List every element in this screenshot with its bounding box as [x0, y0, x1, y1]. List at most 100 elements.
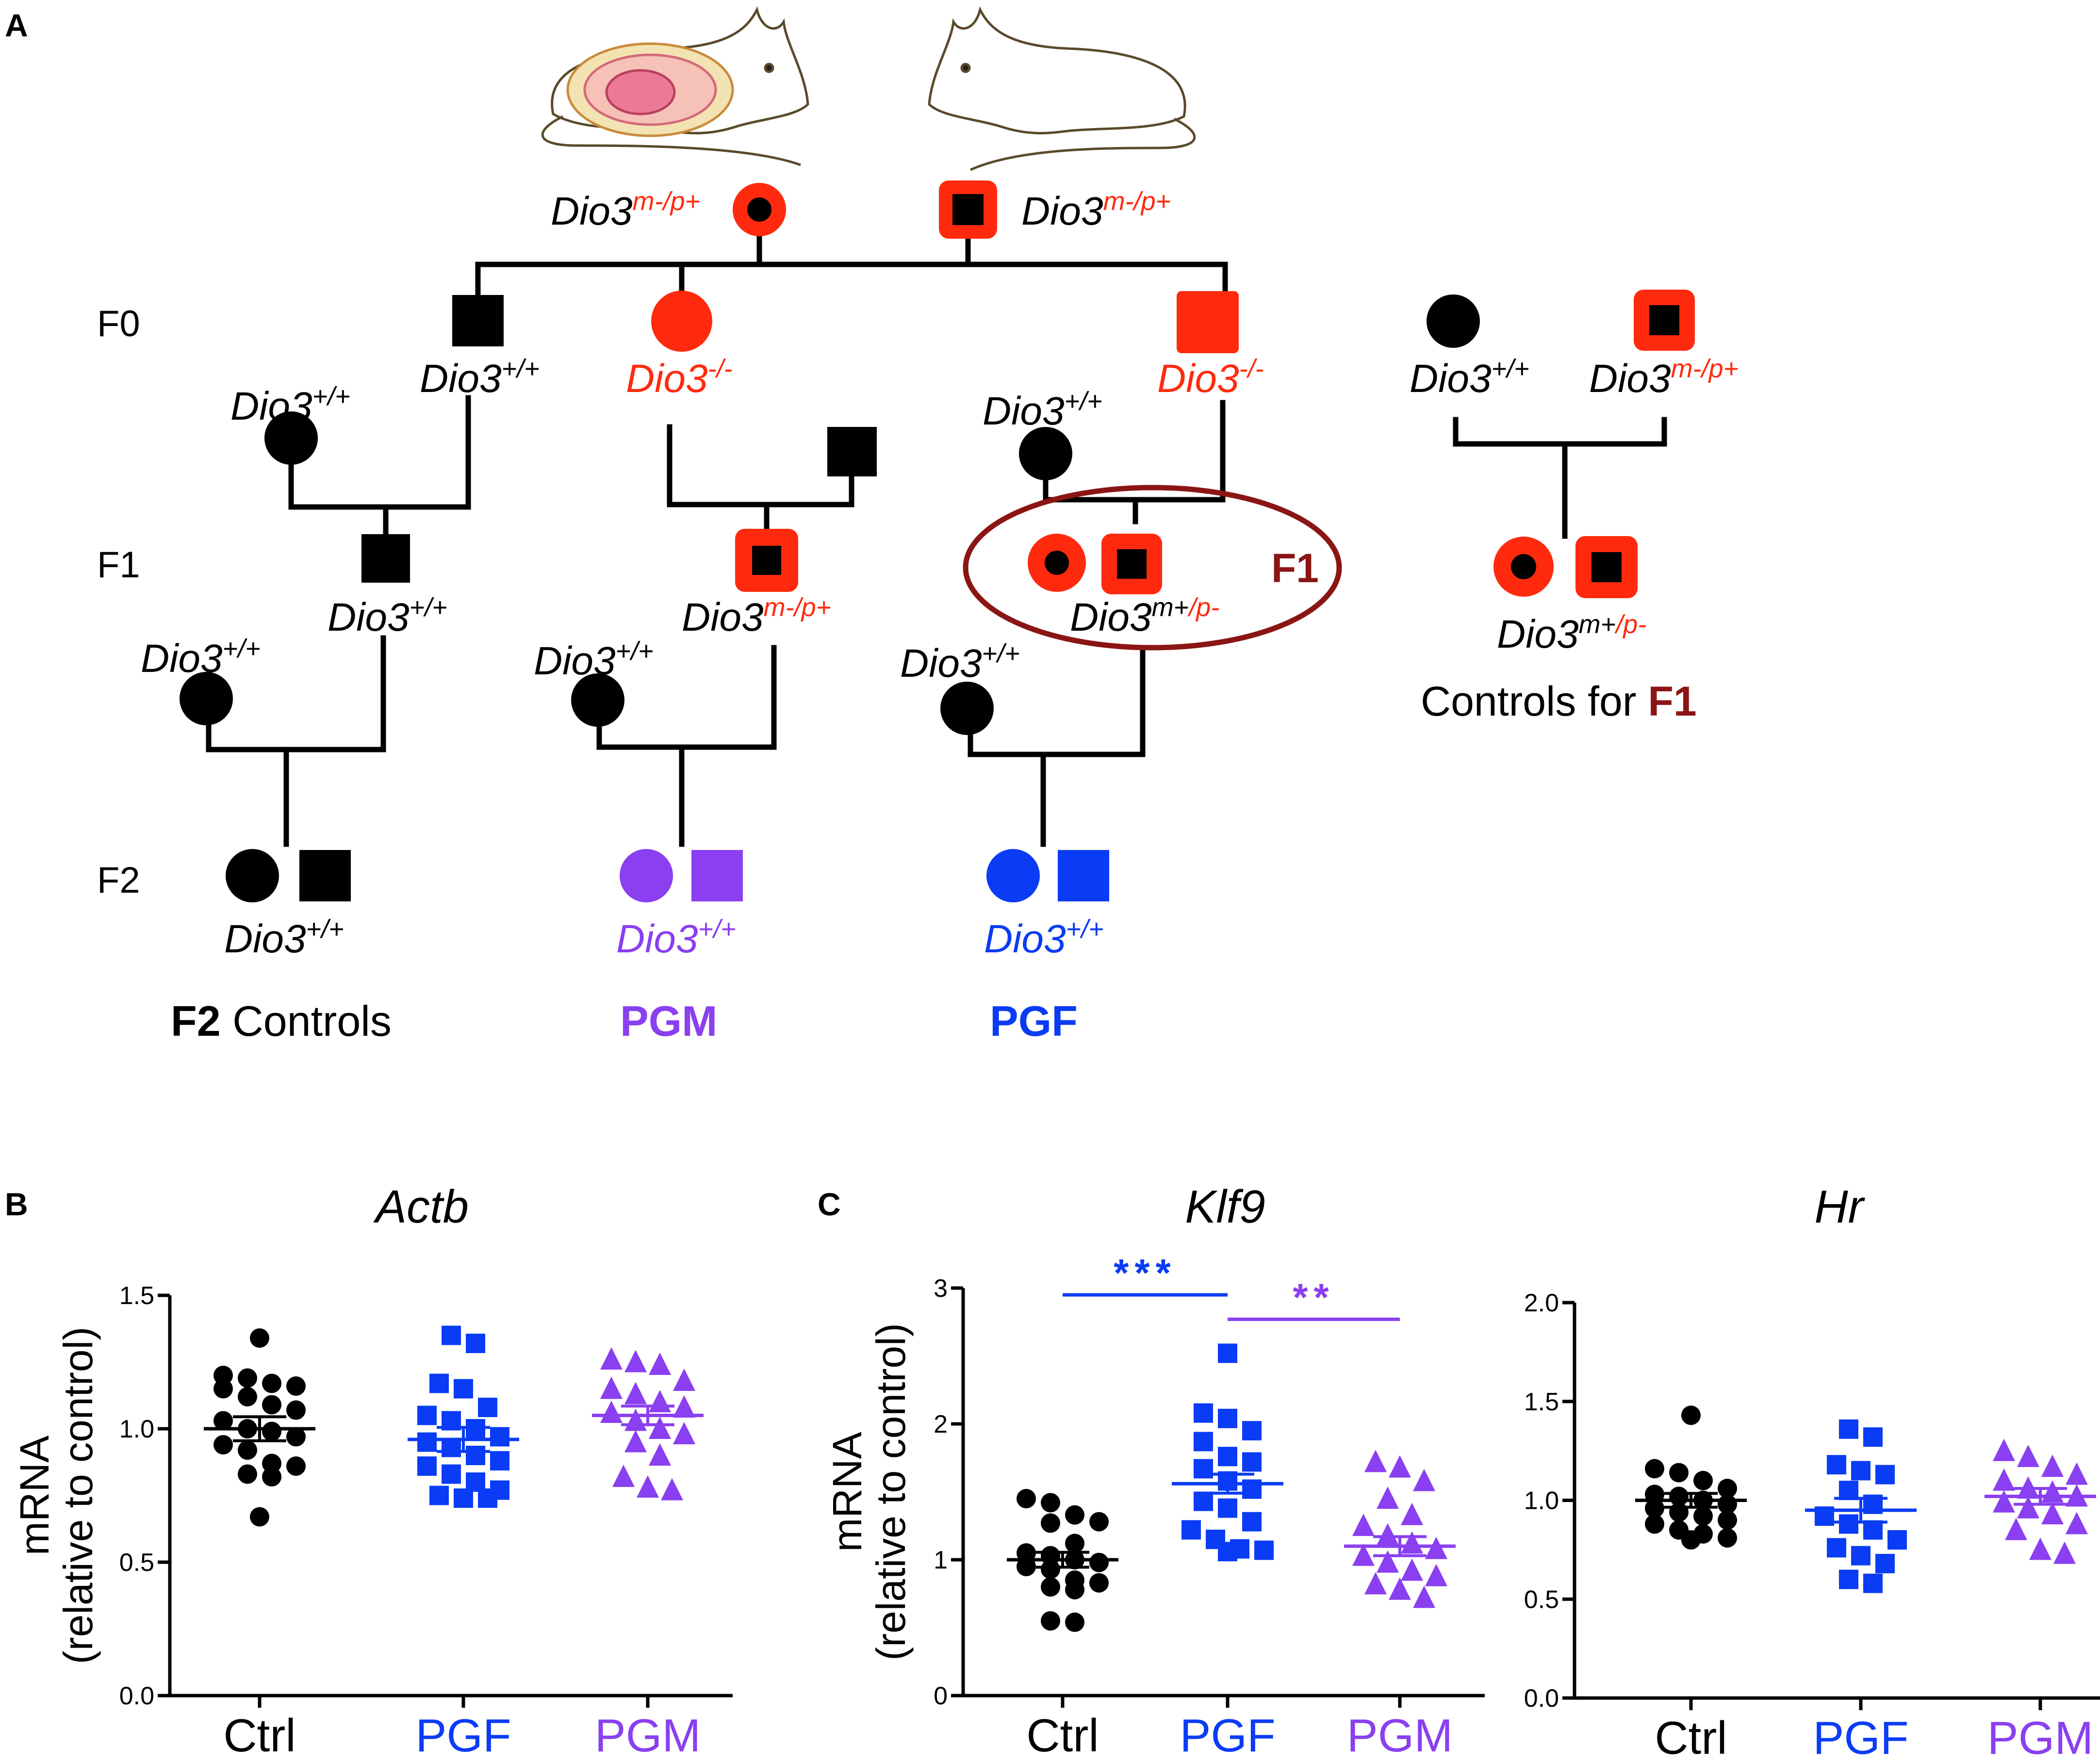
- f1-wt-male-symbol: [361, 534, 410, 583]
- data-point-triangle: [649, 1417, 671, 1439]
- genotype-label: Dio3+/+: [328, 593, 447, 639]
- data-point-square: [417, 1405, 437, 1425]
- genotype-label: Dio3m-/p+: [1589, 354, 1739, 401]
- data-point-square: [1875, 1553, 1895, 1573]
- gen-label-f0: F0: [97, 303, 140, 344]
- data-point-triangle: [649, 1443, 671, 1466]
- significance-label: ***: [1114, 1251, 1176, 1294]
- data-point-square: [1218, 1408, 1237, 1428]
- data-point-triangle: [661, 1478, 683, 1501]
- y-axis-label: (relative to control): [55, 1327, 101, 1665]
- data-point-circle: [213, 1435, 233, 1454]
- y-axis-label: (relative to control): [868, 1323, 914, 1661]
- y-tick-label: 0.5: [119, 1549, 154, 1577]
- data-point-square: [1194, 1432, 1213, 1452]
- genotype-label: Dio3+/+: [224, 915, 344, 961]
- data-point-square: [1851, 1461, 1870, 1481]
- x-category-label: PGF: [1813, 1712, 1908, 1762]
- data-point-circle: [213, 1411, 233, 1431]
- f1-mate-wt-female-symbol-3: [940, 682, 994, 735]
- data-point-square: [1839, 1514, 1858, 1534]
- data-point-triangle: [2041, 1454, 2064, 1477]
- data-point-circle: [1089, 1573, 1109, 1593]
- data-point-square: [490, 1451, 509, 1470]
- genotype-label: Dio3+/+: [141, 634, 261, 681]
- genotype-label: Dio3+/+: [900, 639, 1020, 686]
- genotype-label: Dio3m-/p+: [551, 187, 700, 233]
- genotype-label: Dio3m-/p+: [682, 593, 831, 639]
- genotype-label: Dio3-/-: [1157, 354, 1264, 401]
- f2-control-male-symbol: [299, 850, 351, 901]
- pgf-group-label: PGF: [990, 997, 1078, 1045]
- panel-label-a: A: [5, 7, 28, 43]
- genotype-label: Dio3+/+: [230, 382, 350, 428]
- data-point-square: [417, 1432, 437, 1452]
- data-point-triangle: [1413, 1469, 1435, 1491]
- x-category-label: PGF: [1180, 1710, 1275, 1762]
- data-point-triangle: [1352, 1543, 1375, 1566]
- data-point-square: [1218, 1542, 1237, 1562]
- data-point-circle: [1017, 1543, 1036, 1563]
- x-category-label: PGM: [595, 1710, 701, 1762]
- genotype-label: Dio3+/+: [983, 387, 1102, 433]
- data-point-circle: [262, 1421, 281, 1441]
- f0-ko-female-symbol: [651, 291, 712, 352]
- y-tick-label: 3: [934, 1274, 948, 1303]
- f2-pgm-female-symbol: [620, 849, 673, 902]
- x-category-label: PGM: [1347, 1710, 1453, 1762]
- data-point-square: [1827, 1538, 1846, 1558]
- chart-title: Klf9: [1185, 1181, 1265, 1233]
- data-point-circle: [238, 1464, 257, 1484]
- f0-mate-wt-female-symbol-2: [1019, 427, 1072, 480]
- data-point-square: [1194, 1491, 1213, 1511]
- data-point-circle: [262, 1373, 281, 1393]
- male-mouse-illustration: [928, 6, 1196, 171]
- data-point-square: [454, 1379, 473, 1399]
- data-point-triangle: [649, 1353, 671, 1375]
- genotype-label: Dio3+/+: [984, 915, 1104, 961]
- x-category-label: PGM: [1987, 1712, 2094, 1762]
- data-point-square: [1827, 1455, 1846, 1475]
- data-point-triangle: [2041, 1502, 2064, 1525]
- data-point-circle: [1065, 1612, 1084, 1632]
- chart-title: Actb: [373, 1181, 469, 1233]
- data-point-square: [442, 1325, 461, 1345]
- data-point-triangle: [1993, 1468, 2015, 1491]
- data-point-triangle: [1364, 1450, 1387, 1472]
- data-point-circle: [1041, 1577, 1060, 1597]
- f1-highlight-label: F1: [1271, 545, 1319, 591]
- f1-mate-wt-female-symbol-2: [571, 673, 624, 727]
- data-point-circle: [213, 1379, 233, 1399]
- f0-wt-male-symbol: [452, 295, 504, 346]
- data-point-triangle: [1401, 1503, 1423, 1525]
- data-point-square: [478, 1398, 497, 1417]
- genotype-label: Dio3-/-: [626, 354, 733, 401]
- data-point-triangle: [612, 1465, 635, 1487]
- y-tick-label: 1.0: [119, 1415, 154, 1443]
- pgm-group-label: PGM: [620, 997, 717, 1045]
- controls-for-f1-label: Controls for F1: [1421, 678, 1697, 725]
- x-category-label: Ctrl: [1655, 1712, 1727, 1762]
- f2-pgf-female-symbol: [986, 849, 1040, 902]
- data-point-triangle: [1413, 1585, 1435, 1608]
- data-point-circle: [238, 1387, 257, 1406]
- data-point-square: [454, 1488, 473, 1508]
- data-point-circle: [1041, 1493, 1060, 1513]
- genotype-label: Dio3+/+: [420, 354, 540, 401]
- data-point-circle: [1017, 1557, 1036, 1576]
- f0-mate-male-symbol: [827, 427, 877, 476]
- chart-title: Hr: [1814, 1181, 1865, 1233]
- data-point-circle: [213, 1366, 233, 1385]
- data-point-circle: [1017, 1489, 1036, 1508]
- x-category-label: Ctrl: [1026, 1710, 1099, 1762]
- data-point-circle: [1041, 1611, 1060, 1631]
- y-axis-label: mRNA: [12, 1436, 57, 1555]
- data-point-circle: [286, 1400, 306, 1420]
- gen-label-f1: F1: [97, 544, 140, 586]
- y-tick-label: 0.0: [1524, 1684, 1559, 1713]
- data-point-circle: [286, 1456, 306, 1476]
- y-tick-label: 1: [934, 1546, 948, 1574]
- data-point-circle: [1041, 1559, 1060, 1579]
